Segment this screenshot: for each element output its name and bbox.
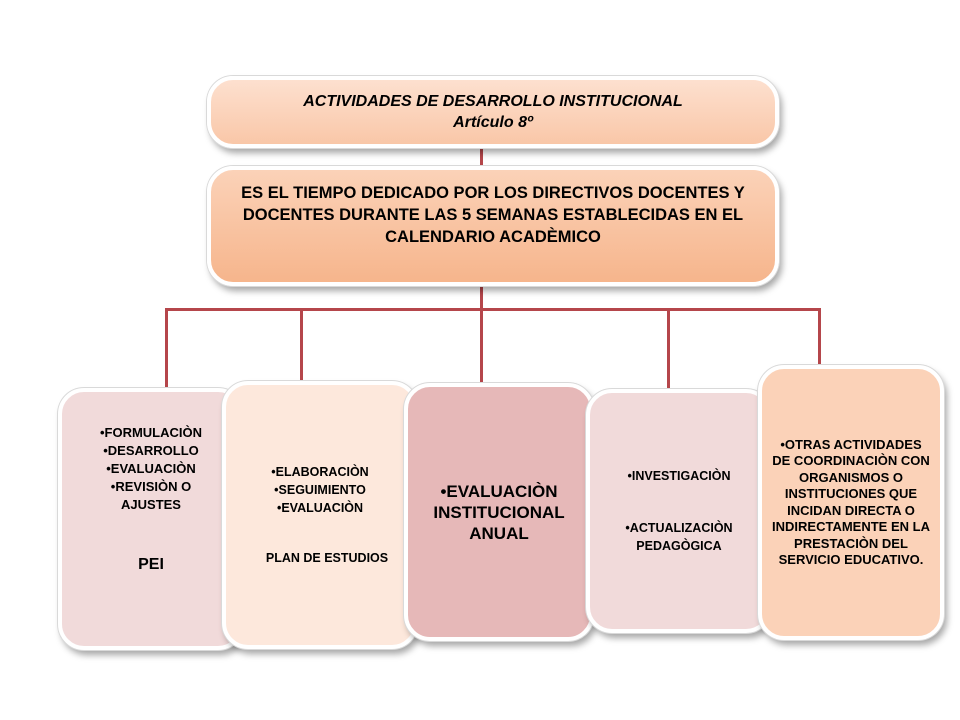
connector-col-2: [300, 308, 303, 384]
investigacion-item: •INVESTIGACIÒN: [627, 469, 731, 483]
connector-col-3: [480, 308, 483, 386]
pei-box: •FORMULACIÒN •DESARROLLO •EVALUACIÒN •RE…: [58, 388, 244, 650]
evaluacion-institucional-text: •EVALUACIÒN INSTITUCIONAL ANUAL: [433, 481, 565, 543]
connector-col-5: [818, 308, 821, 368]
plan-item-evaluacion: •EVALUACIÒN: [276, 501, 364, 515]
otras-actividades-text: •OTRAS ACTIVIDADES DE COORDINACIÒN CON O…: [772, 436, 930, 568]
pei-item-evaluacion: •EVALUACIÒN: [106, 461, 196, 476]
definition-text: ES EL TIEMPO DEDICADO POR LOS DIRECTIVOS…: [241, 184, 745, 246]
title-line2: Artículo 8º: [453, 114, 533, 131]
connector-col-1: [165, 308, 168, 391]
connector-horizontal-bus: [165, 308, 821, 311]
pei-label: PEI: [138, 556, 164, 573]
plan-estudios-label: PLAN DE ESTUDIOS: [265, 551, 389, 565]
pei-item-desarrollo: •DESARROLLO: [103, 443, 199, 458]
connector-title-definition: [480, 146, 483, 168]
pei-item-formulacion: •FORMULACIÒN: [99, 425, 203, 440]
evaluacion-institucional-box: •EVALUACIÒN INSTITUCIONAL ANUAL: [404, 383, 594, 641]
otras-actividades-box: •OTRAS ACTIVIDADES DE COORDINACIÒN CON O…: [758, 365, 944, 640]
definition-box: ES EL TIEMPO DEDICADO POR LOS DIRECTIVOS…: [207, 166, 779, 286]
plan-estudios-box: •ELABORACIÒN •SEGUIMIENTO •EVALUACIÒN PL…: [222, 381, 418, 649]
connector-col-4: [667, 308, 670, 392]
plan-item-elaboracion: •ELABORACIÒN: [271, 465, 369, 479]
plan-item-seguimiento: •SEGUIMIENTO: [274, 483, 366, 497]
pei-item-revision: •REVISIÒN O AJUSTES: [110, 479, 192, 512]
title-box: ACTIVIDADES DE DESARROLLO INSTITUCIONAL …: [207, 76, 779, 148]
actualizacion-pedagogica-item: •ACTUALIZACIÒN PEDAGÒGICA: [625, 521, 733, 553]
title-line1: ACTIVIDADES DE DESARROLLO INSTITUCIONAL: [303, 93, 683, 110]
investigacion-box: •INVESTIGACIÒN •ACTUALIZACIÒN PEDAGÒGICA: [586, 389, 772, 633]
connector-definition-bus: [480, 284, 483, 310]
